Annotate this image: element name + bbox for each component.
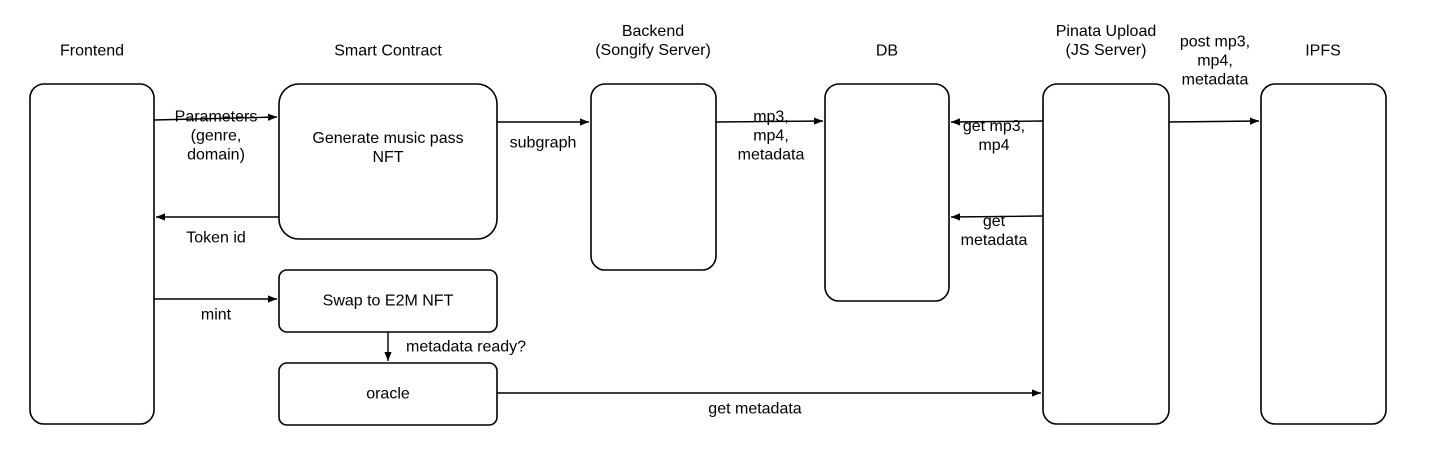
pinata-node: Pinata Upload (JS Server) (1042, 23, 1170, 425)
mint-label: mint (201, 307, 232, 324)
backend-heading-line-2: (Songify Server) (595, 42, 711, 59)
pinata-heading-line-2: (JS Server) (1066, 42, 1147, 59)
pinata-to-ipfs-arrow (1168, 117, 1260, 125)
swap-body-line-1: Swap to E2M NFT (323, 293, 454, 310)
oracle-box (278, 362, 498, 426)
pinata-heading-line-1: Pinata Upload (1056, 23, 1157, 40)
smart-contract-body-line-2: NFT (372, 149, 403, 166)
pinata-box (1042, 83, 1170, 425)
parameters-arrow (153, 113, 278, 121)
metadata-ready-label: metadata ready? (406, 339, 526, 356)
pinata-to-ipfs-label: post mp3, mp4, metadata (1180, 34, 1250, 89)
parameters-label-line-2: (genre, (191, 128, 242, 145)
pinata-to-ipfs-label-line-2: mp4, (1197, 53, 1233, 70)
pinata-to-db-metadata-label-line-2: metadata (961, 232, 1028, 249)
oracle-get-metadata-label-line-1: get metadata (708, 401, 802, 418)
mint-label-line-1: mint (201, 307, 232, 324)
pinata-to-db-metadata-label-line-1: get (983, 213, 1006, 230)
backend-to-db-label-line-2: mp4, (753, 128, 789, 145)
backend-to-db-label-line-1: mp3, (753, 109, 789, 126)
backend-box (590, 83, 717, 271)
pinata-to-db-media-label-line-2: mp4 (978, 137, 1009, 154)
oracle-body-line-1: oracle (366, 386, 410, 403)
ipfs-node: IPFS (1260, 43, 1387, 425)
swap-box (278, 269, 498, 333)
backend-to-db-label: mp3, mp4, metadata (738, 109, 805, 164)
oracle-node: oracle (278, 362, 498, 426)
parameters-label: Parameters (genre, domain) (175, 109, 258, 164)
pinata-to-db-metadata-arrow (950, 213, 1044, 221)
ipfs-heading-line-1: IPFS (1305, 43, 1341, 60)
oracle-get-metadata-label: get metadata (708, 401, 802, 418)
metadata-ready-label-line-1: metadata ready? (406, 339, 526, 356)
swap-node: Swap to E2M NFT (278, 269, 498, 333)
token-id-label-line-1: Token id (186, 230, 246, 247)
smart-contract-box (278, 83, 498, 240)
parameters-label-line-1: Parameters (175, 109, 258, 126)
backend-node: Backend (Songify Server) (590, 23, 717, 271)
backend-heading-line-1: Backend (622, 23, 684, 40)
backend-to-db-label-line-3: metadata (738, 147, 805, 164)
subgraph-label-line-1: subgraph (510, 135, 577, 152)
frontend-box (29, 83, 155, 425)
pinata-to-ipfs-label-line-3: metadata (1182, 72, 1249, 89)
pinata-to-db-media-label: get mp3, mp4 (963, 118, 1025, 154)
parameters-label-line-3: domain) (187, 147, 245, 164)
frontend-heading-line-1: Frontend (60, 43, 124, 60)
subgraph-label: subgraph (510, 135, 577, 152)
backend-to-db-arrow (715, 117, 824, 125)
token-id-label: Token id (186, 230, 246, 247)
db-node: DB (824, 43, 950, 302)
frontend-node: Frontend (29, 43, 155, 425)
pinata-to-db-metadata-label: get metadata (961, 213, 1028, 249)
pinata-to-db-media-label-line-1: get mp3, (963, 118, 1025, 135)
db-box (824, 83, 950, 302)
smart-contract-body-line-1: Generate music pass (312, 130, 463, 147)
pinata-to-ipfs-label-line-1: post mp3, (1180, 34, 1250, 51)
ipfs-box (1260, 83, 1387, 425)
pinata-to-db-media-arrow (950, 118, 1044, 126)
smart-contract-heading-line-1: Smart Contract (334, 43, 442, 60)
db-heading-line-1: DB (876, 43, 898, 60)
